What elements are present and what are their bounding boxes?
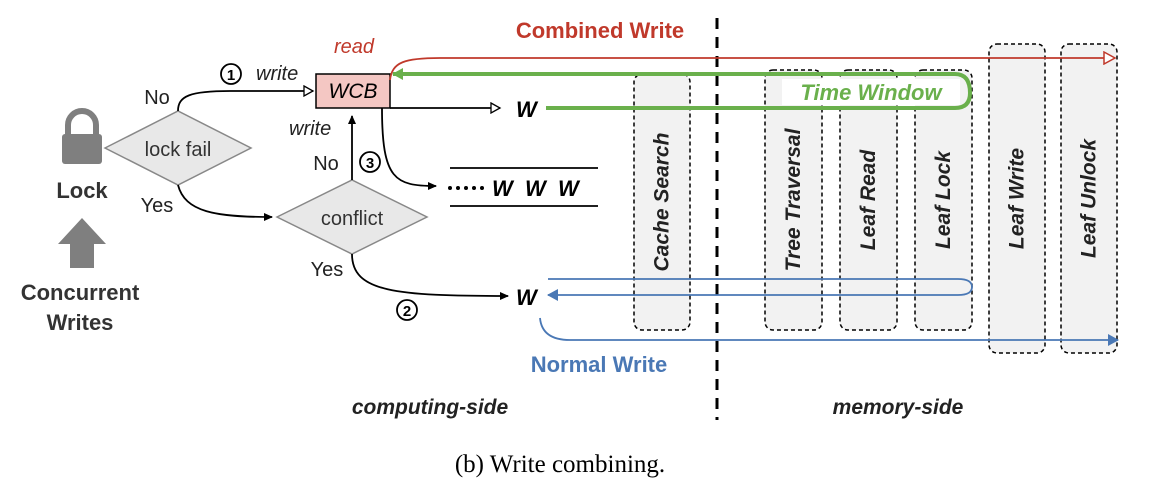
stage-label-leaf-lock: Leaf Lock <box>932 150 955 249</box>
time-window-loop <box>392 68 973 110</box>
svg-text:1: 1 <box>227 67 235 84</box>
write-queue: W W W <box>448 167 598 207</box>
stage-box-cache-search <box>633 73 691 331</box>
write-label-top: write <box>256 63 298 85</box>
conflict-label: conflict <box>321 208 384 230</box>
time-window-label: Time Window <box>800 80 943 105</box>
stage-label-leaf-unlock: Leaf Unlock <box>1078 138 1101 258</box>
no-to-wcb-arrow <box>177 91 313 112</box>
yes-label-left: Yes <box>141 195 174 217</box>
stage-label-cache-search: Cache Search <box>651 133 674 272</box>
wcb-box <box>315 73 391 109</box>
stage-label-tree-traversal: Tree Traversal <box>782 127 805 271</box>
stage-box-leaf-lock <box>914 69 973 331</box>
normal-write-arrow <box>539 317 1119 346</box>
svg-text:3: 3 <box>366 155 374 172</box>
yes-to-conflict-arrow <box>177 184 273 221</box>
stage-boxes: Cache Search Tree Traversal Leaf Read Leaf … <box>633 43 1118 354</box>
stage-box-leaf-write <box>988 43 1046 354</box>
step-2-badge: 2 <box>396 299 418 321</box>
lock-icon <box>62 108 102 164</box>
yes-to-w-arrow <box>351 253 509 300</box>
combined-w-label: W <box>516 97 539 122</box>
concurrent-label-line1: Concurrent <box>21 280 140 305</box>
lock-label: Lock <box>56 178 108 203</box>
step-3-badge: 3 <box>359 151 381 173</box>
step-1-badge: 1 <box>220 63 242 85</box>
write-label-mid: write <box>289 118 331 140</box>
stage-label-leaf-read: Leaf Read <box>857 149 880 251</box>
concurrent-label-line2: Writes <box>47 310 114 335</box>
figure-caption: (b) Write combining. <box>455 451 665 478</box>
queue-label: W W W <box>492 176 581 201</box>
read-label: read <box>334 36 375 58</box>
no-label-top: No <box>144 87 170 109</box>
stage-label-leaf-write: Leaf Write <box>1006 148 1029 249</box>
no-label-mid: No <box>313 153 339 175</box>
memory-side-label: memory-side <box>833 396 964 419</box>
stage-box-tree-traversal <box>764 69 823 331</box>
time-window-label-group: Time Window <box>782 79 960 105</box>
conflict-diamond <box>275 179 429 255</box>
combined-write-label: Combined Write <box>516 18 684 43</box>
normal-w-label: W <box>516 285 539 310</box>
up-arrow-icon <box>58 218 106 268</box>
wcb-label: WCB <box>329 80 378 103</box>
normal-write-loop <box>547 278 973 301</box>
stage-box-leaf-unlock <box>1060 43 1118 354</box>
computing-side-label: computing-side <box>352 396 509 419</box>
lock-fail-label: lock fail <box>145 139 212 161</box>
stage-box-leaf-read <box>839 69 898 331</box>
svg-text:2: 2 <box>403 303 411 320</box>
yes-label-bottom: Yes <box>311 259 344 281</box>
lock-fail-diamond <box>103 110 253 186</box>
wcb-to-queue-arrow <box>381 107 437 190</box>
normal-write-label: Normal Write <box>531 352 668 377</box>
combined-write-arrow <box>389 58 1115 81</box>
